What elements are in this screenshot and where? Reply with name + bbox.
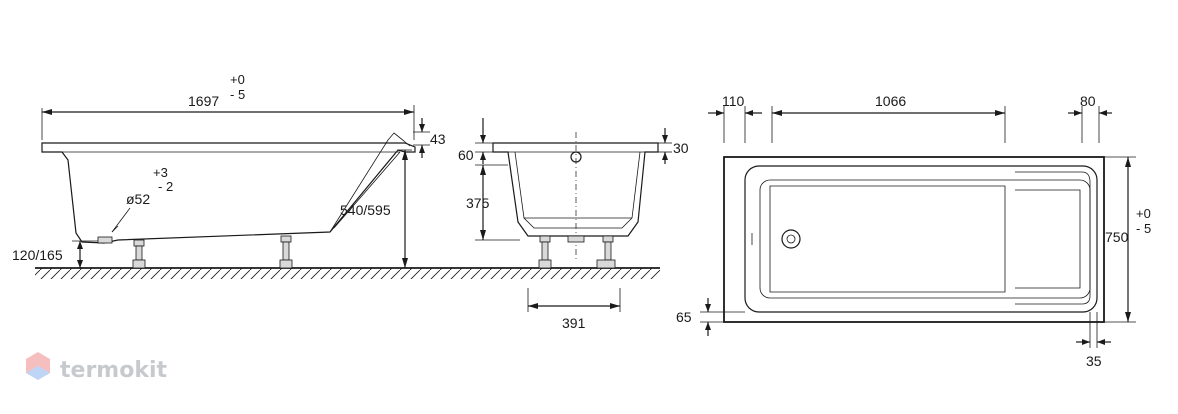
rim-height-value: 43	[430, 131, 446, 147]
end-leg-spacing-value: 391	[562, 315, 586, 331]
total-height-value: 540/595	[340, 202, 391, 218]
end-view: 60 30 375 391	[458, 118, 689, 331]
length-tol-minus: - 5	[230, 87, 245, 102]
brand-logo: termokit	[26, 352, 167, 383]
end-rim-left-value: 60	[458, 147, 474, 163]
length-tol-plus: +0	[230, 72, 245, 87]
end-rim-right-value: 30	[673, 140, 689, 156]
length-value: 1697	[188, 93, 219, 109]
drain-tol-plus: +3	[153, 165, 168, 180]
top-width-value: 750	[1105, 229, 1129, 245]
floor	[35, 267, 660, 279]
top-left-offset-value: 110	[722, 93, 745, 109]
top-width-tol-minus: - 5	[1136, 221, 1151, 236]
top-width-tol-plus: +0	[1136, 206, 1151, 221]
side-view: 1697 +0 - 5 43 540/595 +3 - 2 ø52 120/16…	[12, 72, 446, 269]
top-bottom-margin-value: 65	[676, 309, 692, 325]
side-view-tub-outline	[41, 142, 416, 244]
drain-height-value: 120/165	[12, 247, 63, 263]
end-depth-value: 375	[466, 195, 490, 211]
top-view: 110 1066 80 750 +0 - 5 65	[676, 93, 1151, 369]
top-view-outer-rim	[723, 156, 1105, 323]
brand-logo-text: termokit	[60, 358, 167, 383]
top-right-margin-value: 35	[1086, 353, 1102, 369]
top-right-offset-value: 80	[1080, 93, 1096, 109]
end-view-tub-outline	[492, 142, 659, 237]
top-inner-length-value: 1066	[875, 93, 906, 109]
drain-diameter-value: ø52	[126, 191, 150, 207]
drain-tol-minus: - 2	[158, 179, 173, 194]
top-drain-icon	[781, 229, 801, 249]
